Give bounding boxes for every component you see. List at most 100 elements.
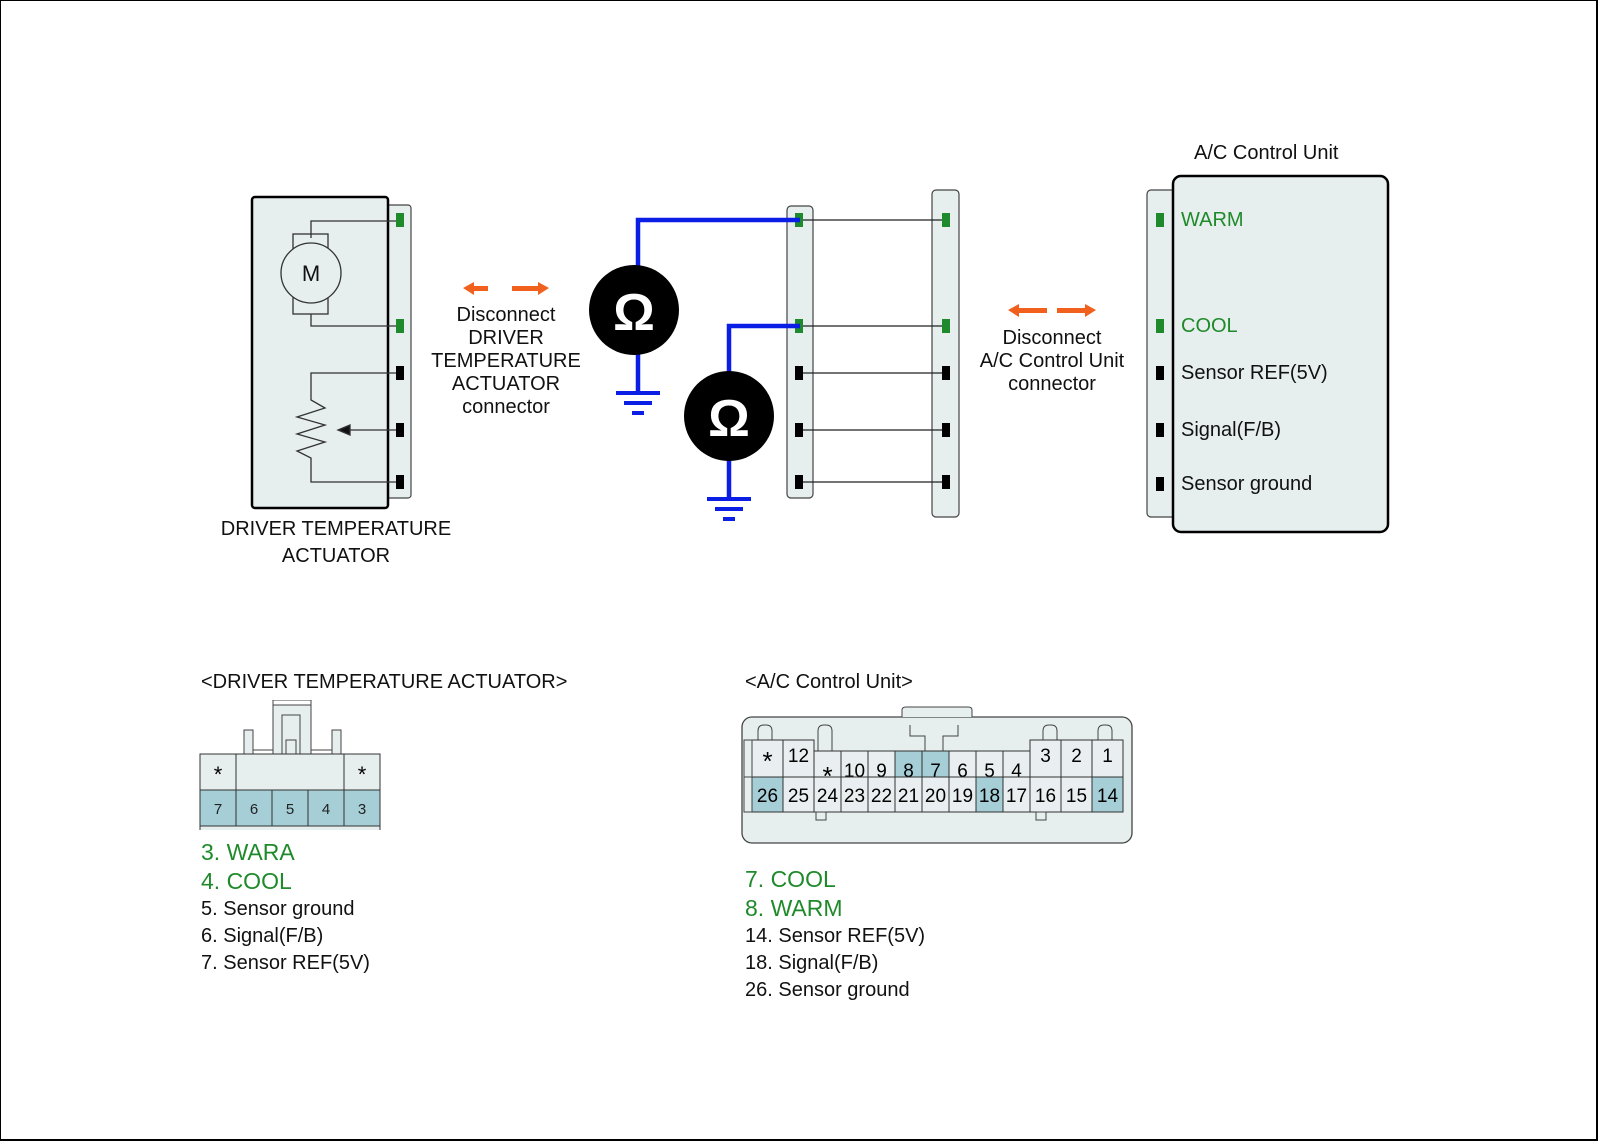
actuator-pin-legend: 3. WARA 4. COOL 5. Sensor ground 6. Signal(… xyxy=(201,838,370,977)
connector-cell xyxy=(1091,739,1124,778)
note-line: ACTUATOR xyxy=(451,373,561,395)
acu-connector-heading: <A/C Control Unit> xyxy=(745,671,913,693)
actuator-pin-legend-item: 7. Sensor REF(5V) xyxy=(201,952,370,974)
connector-pin xyxy=(396,366,404,380)
connector-cell-label: 23 xyxy=(844,786,865,807)
svg-text:Ω: Ω xyxy=(613,284,655,342)
connector-cell-label: 17 xyxy=(1006,786,1027,807)
connector-cell-label: 15 xyxy=(1066,786,1087,807)
acu-title: A/C Control Unit xyxy=(1194,142,1339,164)
acu-pin-legend-item: 8. WARM xyxy=(745,895,843,921)
connector-cell-label: 6 xyxy=(250,801,258,818)
acu-pins xyxy=(1156,213,1164,491)
acu-body xyxy=(1171,174,1390,534)
connector-cell-label: 20 xyxy=(925,786,946,807)
connector-pin xyxy=(1156,319,1164,333)
acu-pin-legend-item: 26. Sensor ground xyxy=(745,979,910,1001)
connector-cell-label: 12 xyxy=(788,746,809,767)
connector-pin xyxy=(1156,213,1164,227)
connector-cell xyxy=(343,753,381,791)
acu-pin-label: Signal(F/B) xyxy=(1181,419,1282,441)
connector-cell xyxy=(867,776,896,813)
motor-label: M xyxy=(302,261,320,286)
potentiometer-symbol xyxy=(294,372,398,483)
actuator-pin-legend-item: 6. Signal(F/B) xyxy=(201,925,324,947)
connector-cell-label: 7 xyxy=(930,761,941,782)
connector-cell-label: 7 xyxy=(214,801,222,818)
connector-pin xyxy=(942,475,950,489)
acu-pin-label: Sensor REF(5V) xyxy=(1181,362,1328,384)
connector-cell-label: 3 xyxy=(1040,746,1051,767)
connector-pin xyxy=(942,366,950,380)
connector-cell xyxy=(813,776,842,813)
actuator-pins xyxy=(396,213,404,489)
connector-cell-label: 5 xyxy=(286,801,294,818)
ohmmeter-icon: Ω xyxy=(684,371,774,461)
connector-cell xyxy=(1029,776,1062,813)
connector-cell-label: * xyxy=(762,746,772,776)
connector-cell-label: 1 xyxy=(1102,746,1113,767)
connector-cell-label: 4 xyxy=(1011,761,1022,782)
acu-pin-label: WARM xyxy=(1181,209,1244,231)
connector-pin xyxy=(396,475,404,489)
connector-cell xyxy=(1060,776,1093,813)
connector-pin xyxy=(1156,477,1164,491)
connector-cell-label: 22 xyxy=(871,786,892,807)
note-line: Disconnect xyxy=(456,304,556,326)
note-line: Disconnect xyxy=(1002,327,1102,349)
ohmmeter-icon: Ω xyxy=(589,265,679,355)
connector-cell-label: 21 xyxy=(898,786,919,807)
connector-cell-label: 5 xyxy=(984,761,995,782)
actuator-body xyxy=(250,195,412,510)
actuator-pin-legend-item: 4. COOL xyxy=(201,868,292,894)
disconnect-actuator-note: Disconnect DRIVER TEMPERATURE ACTUATOR c… xyxy=(406,304,606,419)
actuator-pin-legend-item: 5. Sensor ground xyxy=(201,898,355,920)
probe-wires xyxy=(635,217,800,497)
connector-pin xyxy=(942,319,950,333)
note-line: DRIVER xyxy=(468,327,544,349)
connector-cell-label: * xyxy=(822,761,832,791)
connector-pin xyxy=(942,423,950,437)
note-line: connector xyxy=(462,396,550,418)
connector-cell xyxy=(751,739,784,778)
harness-connector-actuator-side xyxy=(786,205,814,499)
connector-pin xyxy=(396,423,404,437)
connector-cell xyxy=(1091,776,1124,813)
connector-cell-label: * xyxy=(358,762,367,787)
connector-pin xyxy=(795,423,803,437)
motor-symbol xyxy=(280,220,398,327)
connector-cell xyxy=(199,753,237,791)
acu-pin-legend-item: 7. COOL xyxy=(745,866,836,892)
connector-cell-label: 9 xyxy=(876,761,887,782)
connector-cell-label: 4 xyxy=(322,801,330,818)
connector-cell xyxy=(840,776,869,813)
connector-pin xyxy=(1156,366,1164,380)
connector-pin xyxy=(396,319,404,333)
connector-pin xyxy=(795,366,803,380)
connector-cell xyxy=(894,776,923,813)
note-line: A/C Control Unit xyxy=(979,350,1125,372)
disconnect-acu-note: Disconnect A/C Control Unit connector xyxy=(952,327,1152,396)
connector-cell-label: 25 xyxy=(788,786,809,807)
actuator-title: DRIVER TEMPERATURE ACTUATOR xyxy=(196,518,476,568)
connector-cell-label: 2 xyxy=(1071,746,1082,767)
double-arrow-icon-left xyxy=(463,282,549,295)
connector-cell-label: 24 xyxy=(817,786,839,807)
acu-pin-legend-item: 18. Signal(F/B) xyxy=(745,952,879,974)
acu-pin-label: COOL xyxy=(1181,315,1238,337)
note-line: connector xyxy=(1008,373,1096,395)
connector-cell xyxy=(894,750,923,778)
connector-cell-label: 6 xyxy=(957,761,968,782)
connector-cell-label: 26 xyxy=(757,786,778,807)
actuator-pin-legend-item: 3. WARA xyxy=(201,839,295,865)
connector-cell xyxy=(921,776,950,813)
harness-connector-acu-side xyxy=(931,189,960,518)
connector-cell-label: 14 xyxy=(1097,786,1119,807)
connector-cell xyxy=(975,776,1004,813)
acu-pin-label: Sensor ground xyxy=(1181,473,1313,495)
connector-cell xyxy=(343,789,381,827)
